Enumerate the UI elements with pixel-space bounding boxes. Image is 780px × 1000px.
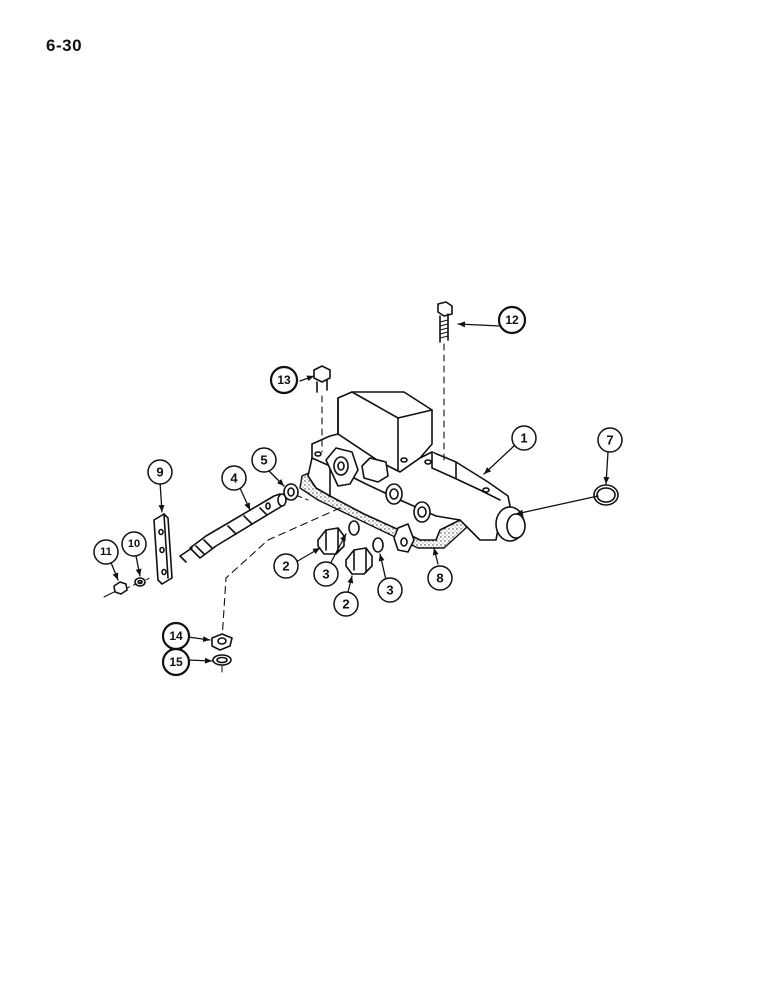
svg-text:5: 5 xyxy=(260,453,267,468)
svg-text:8: 8 xyxy=(436,571,443,586)
svg-text:11: 11 xyxy=(100,546,112,558)
svg-text:4: 4 xyxy=(230,471,238,486)
seal-5 xyxy=(283,483,309,501)
callout-4: 4 xyxy=(221,465,247,491)
callout-1: 1 xyxy=(511,425,537,451)
svg-text:14: 14 xyxy=(169,629,183,643)
callout-2a: 2 xyxy=(273,553,299,579)
svg-text:15: 15 xyxy=(169,655,183,669)
plug-2b xyxy=(345,547,373,575)
plug-2a xyxy=(317,527,345,555)
assembly-centerline xyxy=(221,507,341,641)
callout-10: 10 xyxy=(121,531,147,557)
svg-text:9: 9 xyxy=(156,465,163,480)
callout-14: 14 xyxy=(161,621,191,651)
link-plate-9 xyxy=(153,513,173,585)
bolt-13 xyxy=(313,365,331,453)
svg-text:3: 3 xyxy=(322,567,329,582)
washer-3b xyxy=(372,537,384,553)
svg-text:7: 7 xyxy=(606,433,613,448)
callout-2b: 2 xyxy=(333,591,359,617)
spool-4 xyxy=(179,493,287,563)
page-number: 6-30 xyxy=(46,36,83,55)
washer-3a xyxy=(348,520,360,536)
svg-text:1: 1 xyxy=(520,431,527,446)
svg-text:2: 2 xyxy=(282,559,289,574)
valve-housing xyxy=(307,391,526,553)
callout-8: 8 xyxy=(427,565,453,591)
callout-9: 9 xyxy=(147,459,173,485)
bolt-12 xyxy=(437,301,453,461)
callout-15: 15 xyxy=(161,647,191,677)
callout-13: 13 xyxy=(269,365,299,395)
svg-text:10: 10 xyxy=(128,538,140,550)
svg-text:13: 13 xyxy=(277,373,291,387)
svg-text:3: 3 xyxy=(386,583,393,598)
callout-3a: 3 xyxy=(313,561,339,587)
callout-12: 12 xyxy=(497,305,527,335)
svg-text:12: 12 xyxy=(505,313,519,327)
o-ring-15 xyxy=(212,654,232,673)
svg-text:2: 2 xyxy=(342,597,349,612)
o-ring-7 xyxy=(593,484,619,506)
nut-11 xyxy=(103,577,151,598)
callout-11: 11 xyxy=(93,539,119,565)
washer-14 xyxy=(211,633,233,651)
callout-7: 7 xyxy=(597,427,623,453)
callout-3b: 3 xyxy=(377,577,403,603)
callout-5: 5 xyxy=(251,447,277,473)
